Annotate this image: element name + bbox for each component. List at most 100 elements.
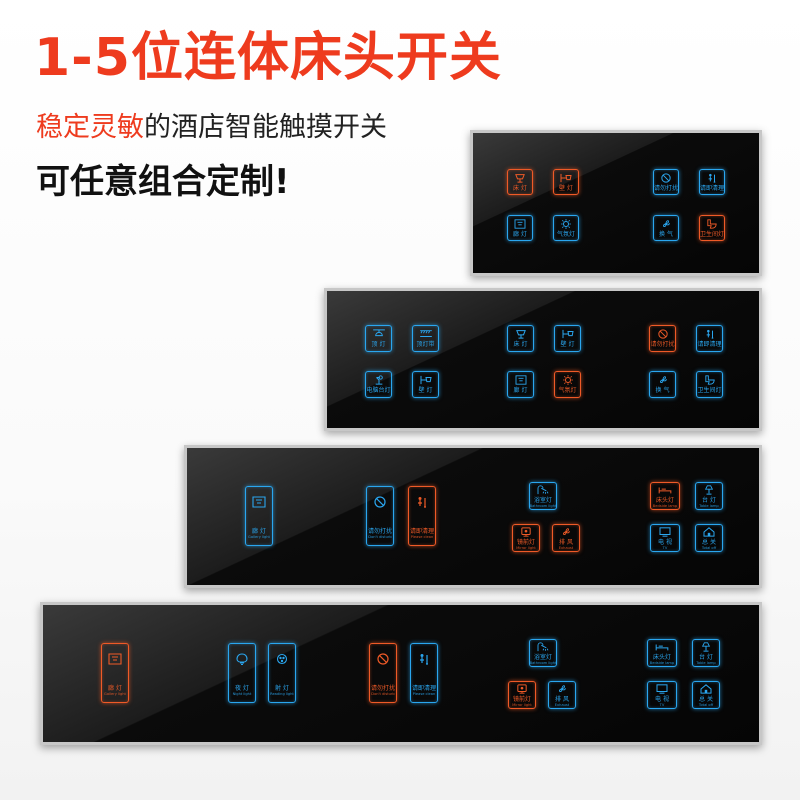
no-disturb-icon bbox=[659, 172, 673, 183]
switch-key-label-en: Please clean bbox=[410, 534, 434, 539]
wall-lamp-icon bbox=[419, 375, 433, 385]
switch-key[interactable]: 换 气 bbox=[653, 215, 679, 241]
switch-key-label: 排 风 bbox=[559, 538, 573, 546]
spot-lamp-icon bbox=[274, 651, 290, 667]
subtitle-sensitive: 稳定灵敏的酒店智能触摸开关 bbox=[36, 108, 387, 148]
wall-lamp-icon bbox=[559, 173, 573, 183]
switch-key[interactable]: 卫生间灯 bbox=[696, 371, 723, 398]
wall-lamp-icon bbox=[561, 329, 575, 339]
switch-key[interactable]: 壁 灯 bbox=[412, 371, 439, 398]
corridor-lamp-icon bbox=[107, 651, 123, 667]
switch-key-label-en: Total off bbox=[701, 545, 717, 550]
switch-key-label: 浴室灯 bbox=[533, 496, 552, 504]
switch-key-label: 浴室灯 bbox=[533, 653, 552, 661]
switch-key[interactable]: 壁 灯 bbox=[553, 169, 579, 195]
switch-key-label: 气氛灯 bbox=[558, 387, 577, 394]
switch-key-label: 床头灯 bbox=[655, 496, 674, 504]
tv-icon bbox=[658, 526, 672, 537]
switch-key-label-en: Night light bbox=[232, 691, 252, 696]
switch-key[interactable]: 床 灯 bbox=[507, 325, 534, 352]
toilet-icon bbox=[705, 218, 719, 229]
switch-key-label: 顶灯带 bbox=[416, 341, 435, 348]
table-lamp-icon bbox=[702, 484, 716, 495]
switch-key[interactable]: 请即清理 bbox=[696, 325, 723, 352]
switch-key-label: 台 灯 bbox=[702, 496, 716, 504]
fan-icon bbox=[555, 684, 569, 694]
shower-icon bbox=[536, 641, 550, 652]
switch-key[interactable]: 廊 灯 bbox=[507, 371, 534, 398]
night-lamp-icon bbox=[234, 651, 250, 667]
fan-icon bbox=[559, 527, 573, 537]
light-strip-icon bbox=[419, 329, 433, 339]
switch-key-label-en: Don't disturb bbox=[371, 691, 395, 696]
switch-key[interactable]: 顶 灯 bbox=[365, 325, 392, 352]
switch-key-label: 卫生间灯 bbox=[700, 230, 725, 238]
switch-key[interactable]: 壁 灯 bbox=[554, 325, 581, 352]
switch-key-label: 电 视 bbox=[655, 695, 669, 703]
mirror-icon bbox=[519, 526, 533, 537]
headline: 1-5位连体床头开关 bbox=[34, 28, 502, 88]
switch-key-label: 电脑台灯 bbox=[366, 387, 391, 394]
switch-key-label-en: Bedside lamp bbox=[652, 503, 678, 508]
switch-key-label-en: Bathroom light bbox=[529, 503, 557, 508]
switch-key-label-en: Mirror light bbox=[516, 545, 536, 550]
switch-key-label-en: TV bbox=[662, 545, 668, 550]
fan-icon bbox=[656, 375, 670, 385]
switch-key[interactable]: 气氛灯 bbox=[553, 215, 579, 241]
fan-icon bbox=[659, 219, 673, 229]
clean-icon bbox=[416, 651, 432, 667]
clean-icon bbox=[414, 494, 430, 510]
switch-key[interactable]: 卫生间灯 bbox=[699, 215, 725, 241]
switch-key-label: 总 关 bbox=[699, 695, 713, 703]
switch-key-label: 壁 灯 bbox=[559, 184, 573, 192]
switch-key[interactable]: 床 灯 bbox=[507, 169, 533, 195]
switch-key[interactable]: 请即清理 bbox=[699, 169, 725, 195]
switch-key-label: 廊 灯 bbox=[513, 230, 527, 238]
switch-key-label: 床 灯 bbox=[513, 341, 528, 348]
switch-key-label: 电 视 bbox=[658, 538, 672, 546]
switch-key[interactable]: 廊 灯 bbox=[507, 215, 533, 241]
home-icon bbox=[699, 683, 713, 694]
switch-key[interactable]: 请勿打扰 bbox=[653, 169, 679, 195]
switch-key-label: 廊 灯 bbox=[513, 387, 528, 394]
tv-icon bbox=[655, 683, 669, 694]
subtitle-highlight: 稳定灵敏 bbox=[36, 112, 144, 143]
ambient-lamp-icon bbox=[561, 375, 575, 385]
switch-key[interactable]: 顶灯带 bbox=[412, 325, 439, 352]
switch-key-label-en: Please clean bbox=[412, 691, 436, 696]
no-disturb-icon bbox=[372, 494, 388, 510]
switch-key-label-en: Total off bbox=[698, 702, 714, 707]
switch-key-label: 卫生间灯 bbox=[697, 387, 722, 394]
switch-key[interactable]: 电脑台灯 bbox=[365, 371, 392, 398]
clean-icon bbox=[705, 173, 719, 183]
switch-key[interactable]: 换 气 bbox=[649, 371, 676, 398]
corridor-lamp-icon bbox=[514, 375, 528, 385]
switch-key-label: 夜 灯 bbox=[235, 684, 249, 692]
switch-key[interactable]: 气氛灯 bbox=[554, 371, 581, 398]
switch-key-label: 请勿打扰 bbox=[654, 184, 679, 192]
switch-key[interactable]: 请勿打扰 bbox=[649, 325, 676, 352]
